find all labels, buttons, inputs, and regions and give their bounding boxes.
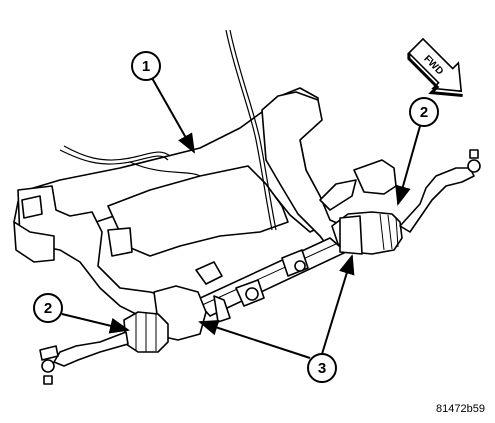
svg-text:1: 1 [142,58,150,75]
figure-id: 81472b59 [436,403,485,415]
brake-lines [59,29,277,231]
svg-text:2: 2 [44,300,52,317]
leader-lines [61,77,421,359]
callout-2-left: 2 [33,293,63,323]
fwd-arrow-icon: FWD [407,37,463,97]
left-tie-rod [39,285,207,385]
callout-1: 1 [131,51,161,81]
callout-2-right: 2 [409,97,439,127]
crossmember [13,87,347,317]
svg-text:2: 2 [420,104,428,121]
steering-rack [195,237,347,323]
right-tie-rod [319,149,481,255]
callout-3: 3 [307,353,337,383]
svg-text:3: 3 [318,360,326,377]
